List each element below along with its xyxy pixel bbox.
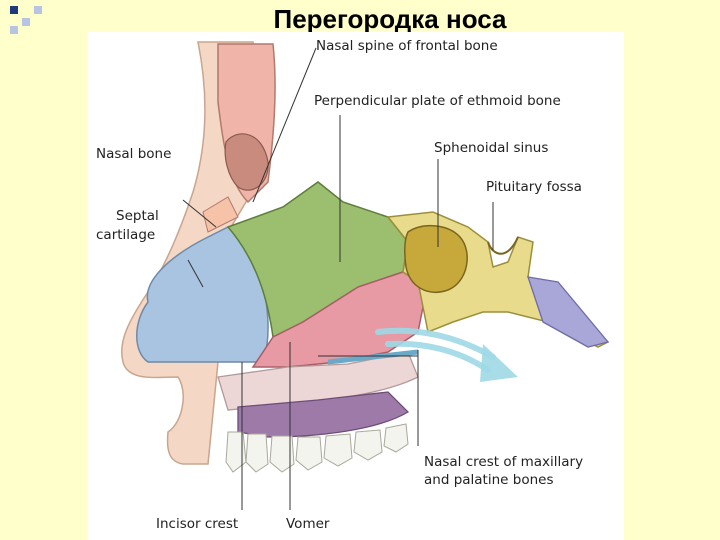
- nasal-septum-illustration: [121, 41, 610, 510]
- teeth-row: [225, 423, 409, 473]
- sphenoidal-sinus: [403, 225, 468, 293]
- ethmoid-plate-region: [226, 181, 409, 339]
- label-septal-cartilage-line2: cartilage: [96, 227, 156, 243]
- pituitary-fossa: [487, 236, 519, 255]
- bullet-square-1: [10, 6, 18, 14]
- label-sphenoidal-sinus: Sphenoidal sinus: [434, 140, 549, 156]
- airflow-arrows: [375, 327, 496, 373]
- bullet-square-2: [22, 18, 30, 26]
- label-vomer: Vomer: [286, 516, 330, 532]
- slide-title: Перегородка носа: [273, 4, 507, 34]
- slide-bullets: [0, 0, 60, 40]
- label-perpendicular-plate: Perpendicular plate of ethmoid bone: [314, 93, 561, 109]
- nasal-septum-figure: Nasal spine of frontal bone Perpendicula…: [88, 32, 624, 540]
- label-nasal-crest-line2: and palatine bones: [424, 472, 554, 488]
- label-nasal-bone: Nasal bone: [96, 146, 172, 162]
- frontal-sinus: [224, 133, 269, 191]
- label-septal-cartilage-line1: Septal: [116, 208, 159, 224]
- label-pituitary-fossa: Pituitary fossa: [486, 179, 582, 195]
- label-incisor-crest: Incisor crest: [156, 516, 239, 532]
- airflow-arrowhead: [480, 344, 518, 382]
- label-nasal-crest-line1: Nasal crest of maxillary: [424, 454, 584, 470]
- nasal-crest-rail: [327, 349, 419, 365]
- label-nasal-spine: Nasal spine of frontal bone: [316, 38, 498, 54]
- bullet-square-4: [10, 26, 18, 34]
- bullet-square-3: [34, 6, 42, 14]
- clivus-region: [527, 276, 610, 348]
- leader-lines: [182, 47, 494, 510]
